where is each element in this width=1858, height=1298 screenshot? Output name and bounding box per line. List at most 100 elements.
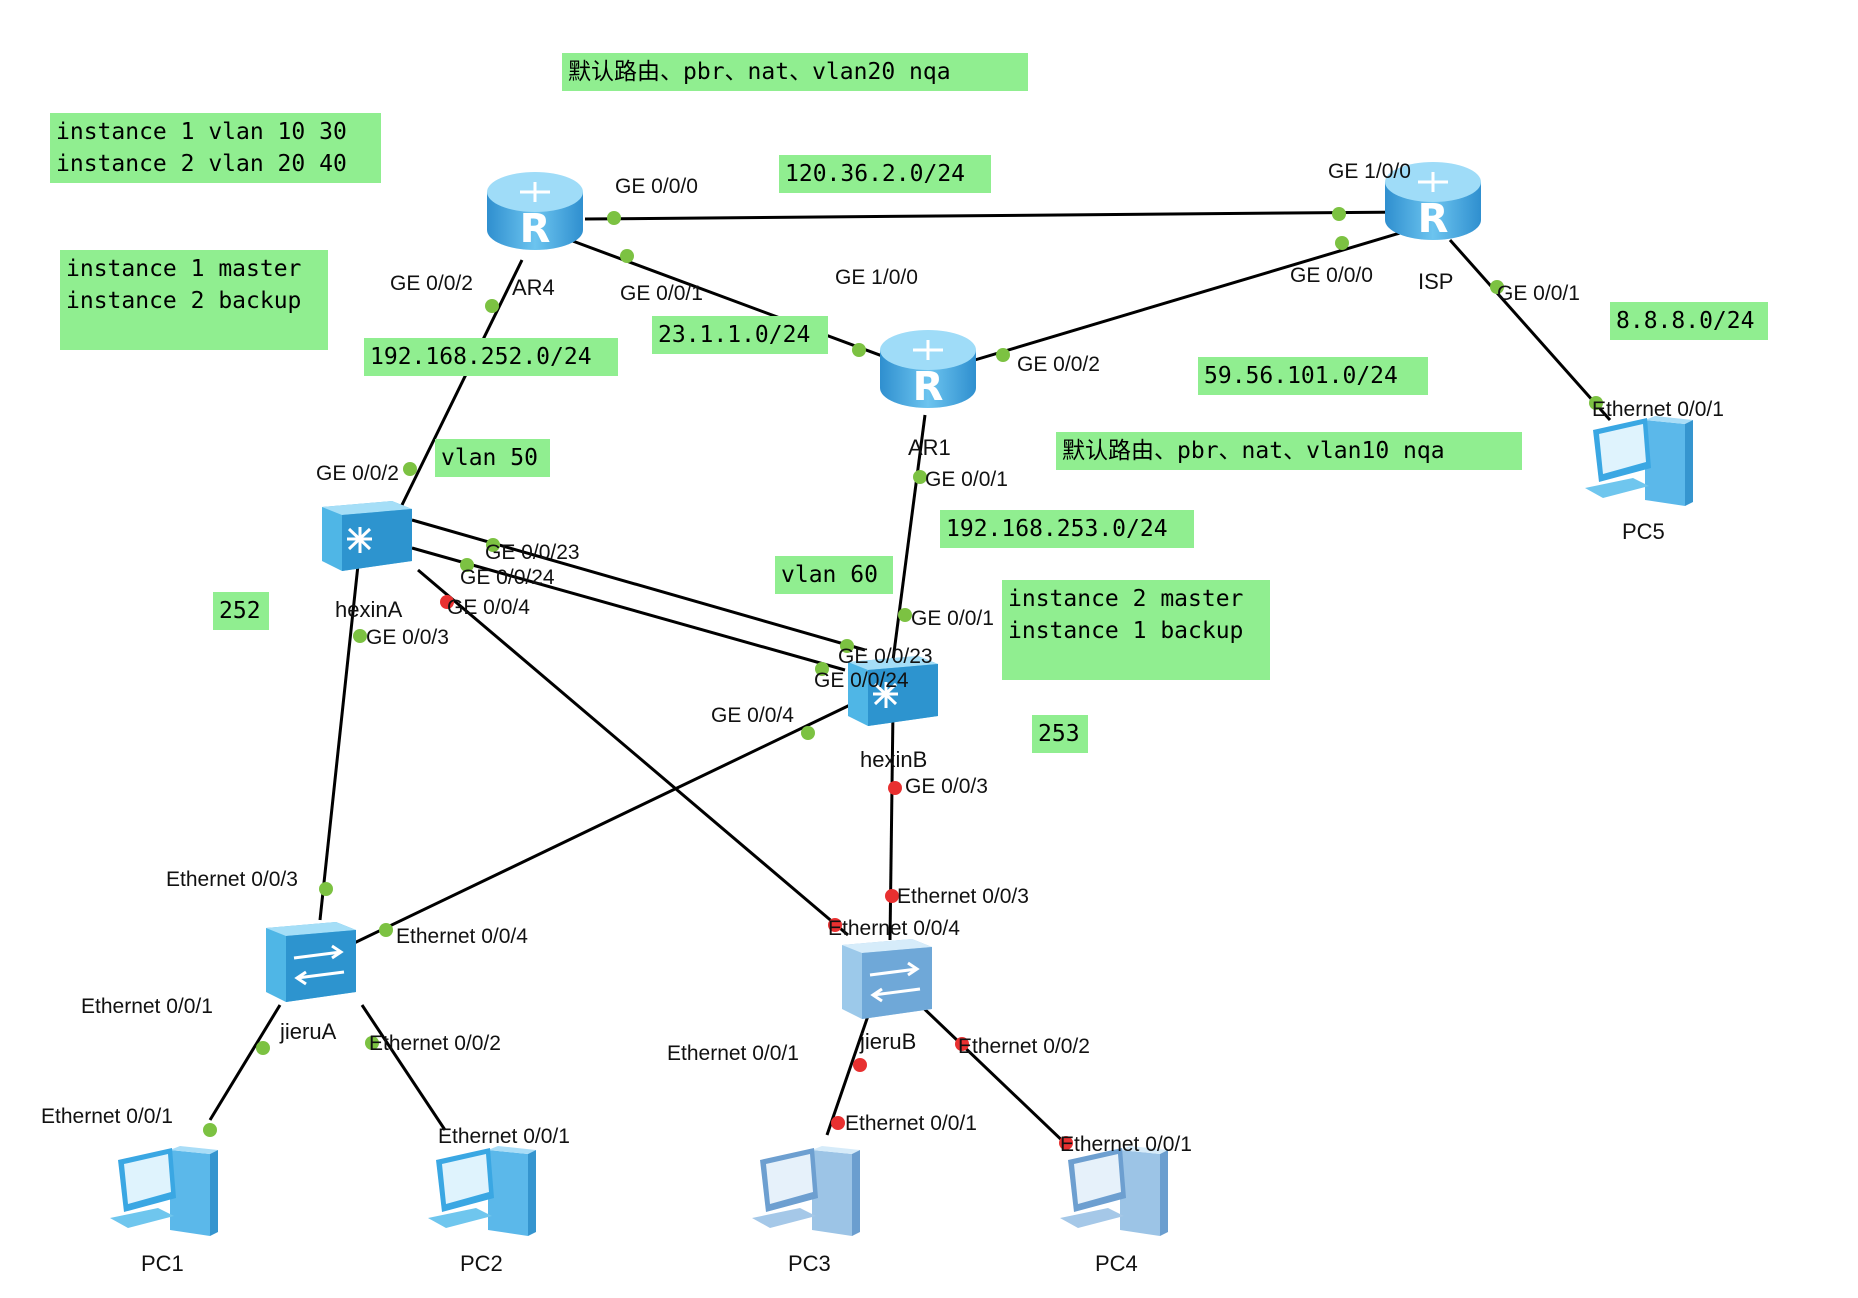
port-dot — [815, 662, 829, 676]
note-ar4-services: 默认路由、pbr、nat、vlan20 nqa — [562, 53, 1028, 91]
port-dot-down — [888, 781, 902, 795]
port-dot — [485, 299, 499, 313]
device-name-hexinA: hexinA — [335, 597, 403, 622]
port-dot — [353, 629, 367, 643]
note-hexinA-roles: instance 1 master instance 2 backup — [60, 250, 328, 350]
port-dot-down — [828, 918, 842, 932]
port-label: GE 0/0/2 — [316, 462, 399, 485]
device-name-hexinB: hexinB — [860, 747, 928, 772]
core-switch-icon — [848, 656, 938, 726]
note-net-ar1-isp: 59.56.101.0/24 — [1198, 357, 1428, 395]
link-jieruA-pc1 — [208, 1004, 282, 1121]
note-net-isp-pc5: 8.8.8.0/24 — [1610, 302, 1768, 340]
port-label: GE 1/0/0 — [1328, 160, 1411, 183]
device-name-ar1: AR1 — [908, 435, 951, 460]
link-hexinA-jieruA — [318, 564, 360, 921]
port-label: GE 0/0/3 — [905, 775, 988, 798]
port-dot — [203, 1123, 217, 1137]
router-icon: R — [1385, 162, 1481, 242]
port-dot — [403, 462, 417, 476]
port-dot — [607, 211, 621, 225]
svg-text:R: R — [1418, 196, 1449, 242]
port-label: Ethernet 0/0/1 — [81, 995, 213, 1018]
note-id-253: 253 — [1032, 715, 1088, 753]
link-ar1-isp — [957, 228, 1411, 367]
link-ar4-hexinA — [400, 259, 524, 506]
port-label: GE 0/0/0 — [1290, 264, 1373, 287]
port-dot — [1332, 207, 1346, 221]
port-label: Ethernet 0/0/1 — [1060, 1133, 1192, 1156]
port-label: GE 0/0/23 — [838, 645, 933, 668]
port-dot — [913, 470, 927, 484]
note-mstp-instances: instance 1 vlan 10 30 instance 2 vlan 20… — [50, 113, 381, 183]
pc-icon — [110, 1146, 218, 1236]
port-label: Ethernet 0/0/4 — [396, 925, 528, 948]
device-name-ar4: AR4 — [512, 275, 555, 300]
note-net-ar1-hexinB: 192.168.253.0/24 — [940, 510, 1194, 548]
port-label: Ethernet 0/0/4 — [828, 917, 960, 940]
port-label: GE 1/0/0 — [835, 266, 918, 289]
port-dot — [1490, 280, 1504, 294]
svg-text:R: R — [913, 364, 944, 410]
port-label: Ethernet 0/0/2 — [958, 1035, 1090, 1058]
port-dot — [852, 343, 866, 357]
link-jieruA-pc2 — [360, 1004, 447, 1131]
port-dot — [365, 1036, 379, 1050]
link-hexinB-jieruA — [349, 703, 851, 947]
port-dot — [801, 726, 815, 740]
port-dot-down — [1059, 1136, 1073, 1150]
core-switch-icon — [322, 501, 412, 571]
device-name-jieruA: jieruA — [280, 1019, 337, 1044]
note-net-ar4-ar1: 23.1.1.0/24 — [652, 316, 828, 354]
note-vlan-60: vlan 60 — [775, 556, 893, 594]
port-dot — [379, 923, 393, 937]
port-label: Ethernet 0/0/1 — [1592, 398, 1724, 421]
port-label: GE 0/0/1 — [911, 607, 994, 630]
port-label: Ethernet 0/0/1 — [845, 1112, 977, 1135]
pc-icon — [752, 1146, 860, 1236]
port-dot — [620, 249, 634, 263]
device-name-jieruB: jieruB — [860, 1029, 917, 1054]
port-dot-down — [831, 1116, 845, 1130]
port-label: GE 0/0/1 — [1497, 282, 1580, 305]
port-label: GE 0/0/0 — [615, 175, 698, 198]
port-dot-down — [853, 1058, 867, 1072]
link-hexinA-jieruB — [417, 568, 849, 937]
port-label: GE 0/0/4 — [711, 704, 794, 727]
note-net-ar4-hexinA: 192.168.252.0/24 — [364, 338, 618, 376]
router-icon: R — [880, 330, 976, 410]
note-net-ar4-isp: 120.36.2.0/24 — [779, 155, 991, 193]
pc-icon — [1585, 416, 1693, 506]
device-name-pc4: PC4 — [1095, 1251, 1138, 1276]
note-vlan-50: vlan 50 — [435, 439, 550, 477]
port-label: Ethernet 0/0/2 — [369, 1032, 501, 1055]
port-label: GE 0/0/2 — [390, 272, 473, 295]
access-switch-icon — [842, 939, 932, 1019]
port-label: GE 0/0/1 — [620, 282, 703, 305]
link-ar1-hexinB — [891, 414, 927, 661]
port-dot-down — [440, 595, 454, 609]
link-jieruB-pc4 — [913, 998, 1072, 1150]
link-isp-pc5 — [1448, 239, 1612, 421]
device-name-pc1: PC1 — [141, 1251, 184, 1276]
port-dot — [256, 1041, 270, 1055]
pc-icon — [1060, 1146, 1168, 1236]
link-jieruB-pc3 — [825, 1009, 872, 1136]
port-dot-down — [885, 889, 899, 903]
port-label: Ethernet 0/0/1 — [438, 1125, 570, 1148]
port-label: Ethernet 0/0/3 — [897, 885, 1029, 908]
port-dot — [1335, 236, 1349, 250]
link-hexinB-jieruB — [888, 709, 895, 941]
port-dot — [840, 639, 854, 653]
port-dot — [460, 558, 474, 572]
port-dot — [486, 538, 500, 552]
port-dot-down — [955, 1037, 969, 1051]
note-ar1-services: 默认路由、pbr、nat、vlan10 nqa — [1056, 432, 1522, 470]
port-label: GE 0/0/24 — [814, 669, 909, 692]
port-label: GE 0/0/23 — [485, 541, 580, 564]
svg-text:R: R — [520, 206, 551, 252]
link-ar4-isp — [584, 210, 1409, 221]
device-name-pc3: PC3 — [788, 1251, 831, 1276]
